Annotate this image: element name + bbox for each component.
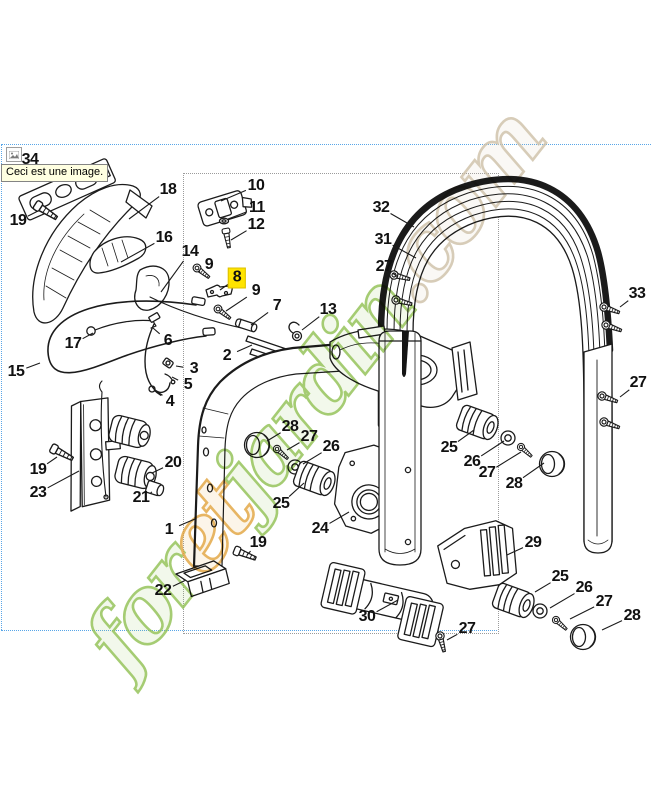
leader-lines <box>26 166 630 641</box>
tooltip: Ceci est une image. <box>1 164 109 182</box>
broken-image-glyph <box>9 150 19 159</box>
watermark: foretjardin.com <box>58 89 565 697</box>
watermark-text: foretjardin.com <box>59 91 564 696</box>
broken-image-icon[interactable] <box>6 147 22 162</box>
